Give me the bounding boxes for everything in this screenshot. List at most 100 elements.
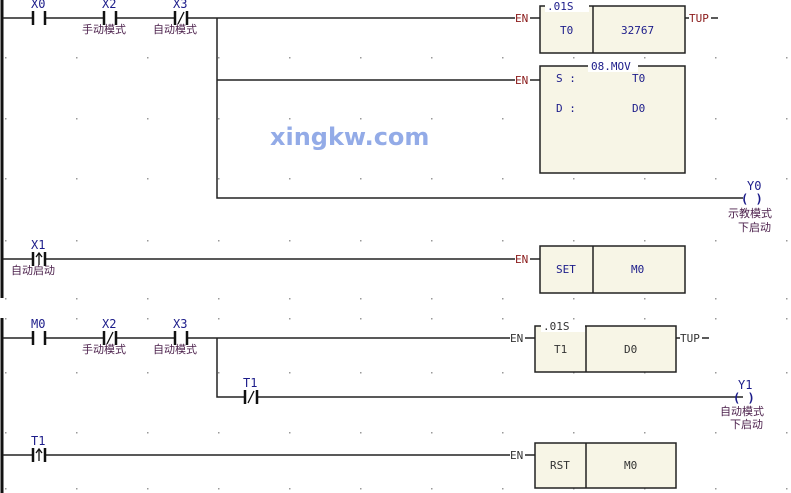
grid-dot <box>502 298 504 300</box>
coil-label: Y1 <box>738 378 752 392</box>
grid-dot <box>431 298 433 300</box>
grid-dot <box>76 372 78 374</box>
grid-dot <box>786 488 788 490</box>
rung-1[interactable]: EN .01S T0 32767 TUP EN 08.MOV S : T0 D … <box>3 0 772 234</box>
coil-comment: 下启动 <box>730 418 763 431</box>
grid-dot <box>147 240 149 242</box>
grid-dot <box>218 318 220 320</box>
grid-dot <box>218 178 220 180</box>
set-block[interactable] <box>539 245 686 294</box>
coil-y0[interactable]: Y0 ( ) 示教模式 下启动 <box>728 179 772 234</box>
grid-dot <box>5 118 7 120</box>
set-en-pin: EN <box>515 253 528 266</box>
grid-dot <box>715 488 717 490</box>
timer-base: .01S <box>543 320 570 333</box>
nc-slash-icon <box>177 11 185 25</box>
grid-dot <box>502 432 504 434</box>
rung-2[interactable]: EN SET M0 <box>3 245 686 294</box>
mov-d-value: D0 <box>632 102 645 115</box>
timer-block-t0[interactable] <box>539 5 686 54</box>
coil-y1[interactable]: Y1 ( ) 自动模式 下启动 <box>720 378 764 431</box>
grid-dot <box>431 488 433 490</box>
grid-dot <box>5 57 7 59</box>
mov-en-pin: EN <box>515 74 528 87</box>
mov-block[interactable] <box>539 65 686 174</box>
grid-dot <box>786 57 788 59</box>
grid-dot <box>502 488 504 490</box>
rung-4[interactable]: EN RST M0 <box>3 442 677 489</box>
grid-dot <box>715 178 717 180</box>
grid-dot <box>360 488 362 490</box>
rst-operand: M0 <box>624 459 637 472</box>
rst-op: RST <box>550 459 570 472</box>
grid-dot <box>573 298 575 300</box>
coil-icon: ( ) <box>741 192 763 206</box>
coil-label: Y0 <box>747 179 761 193</box>
grid-dot <box>147 372 149 374</box>
timer-name: T1 <box>554 343 567 356</box>
grid-dot <box>76 488 78 490</box>
contact-m0[interactable]: M0 <box>31 317 47 345</box>
grid-dot <box>360 178 362 180</box>
contact-x0[interactable]: X0 <box>31 0 47 25</box>
grid-dot <box>431 372 433 374</box>
watermark: xingkw.com <box>270 123 429 151</box>
timer-tup-pin: TUP <box>689 12 709 25</box>
grid-dot <box>715 298 717 300</box>
grid-dot <box>289 488 291 490</box>
grid-dot <box>5 372 7 374</box>
grid-dot <box>147 118 149 120</box>
mov-d-label: D : <box>556 102 576 115</box>
contact-t1[interactable]: T1 <box>31 434 47 462</box>
grid-dot <box>289 57 291 59</box>
grid-dot <box>644 432 646 434</box>
grid-dot <box>289 178 291 180</box>
grid-dot <box>218 118 220 120</box>
contact-label: T1 <box>243 376 257 390</box>
grid-dot <box>715 240 717 242</box>
grid-dot <box>786 240 788 242</box>
contact-label: X0 <box>31 0 45 11</box>
rung-3[interactable]: EN .01S T1 D0 TUP Y1 ( ) 自动模式 下启动 <box>3 320 764 431</box>
grid-dot <box>218 240 220 242</box>
rst-block[interactable] <box>534 442 677 489</box>
grid-dot <box>360 318 362 320</box>
contact-comment: 手动模式 <box>82 22 126 36</box>
grid-dot <box>218 57 220 59</box>
mov-s-label: S : <box>556 72 576 85</box>
grid-dot <box>289 432 291 434</box>
contact-t1[interactable]: T1 <box>243 376 259 404</box>
grid-dot <box>147 298 149 300</box>
grid-dot <box>431 240 433 242</box>
grid-dot <box>360 240 362 242</box>
grid-dot <box>715 118 717 120</box>
grid-dot <box>715 318 717 320</box>
grid-dot <box>218 372 220 374</box>
grid-dot <box>76 57 78 59</box>
grid-dot <box>76 240 78 242</box>
grid-dot <box>786 298 788 300</box>
grid-dot <box>147 488 149 490</box>
set-operand: M0 <box>631 263 644 276</box>
timer-name: T0 <box>560 24 573 37</box>
contact-comment: 自动模式 <box>153 23 197 36</box>
grid-dot <box>573 178 575 180</box>
grid-dot <box>5 318 7 320</box>
timer-block-t1[interactable] <box>534 325 677 373</box>
grid-dot <box>502 57 504 59</box>
grid-dot <box>786 318 788 320</box>
contact-label: T1 <box>31 434 45 448</box>
grid-dot <box>786 372 788 374</box>
grid-dot <box>431 57 433 59</box>
timer-en-pin: EN <box>515 12 528 25</box>
mov-s-value: T0 <box>632 72 645 85</box>
grid-dot <box>76 178 78 180</box>
contact-label: X3 <box>173 317 187 331</box>
mov-title: 08.MOV <box>591 60 631 73</box>
